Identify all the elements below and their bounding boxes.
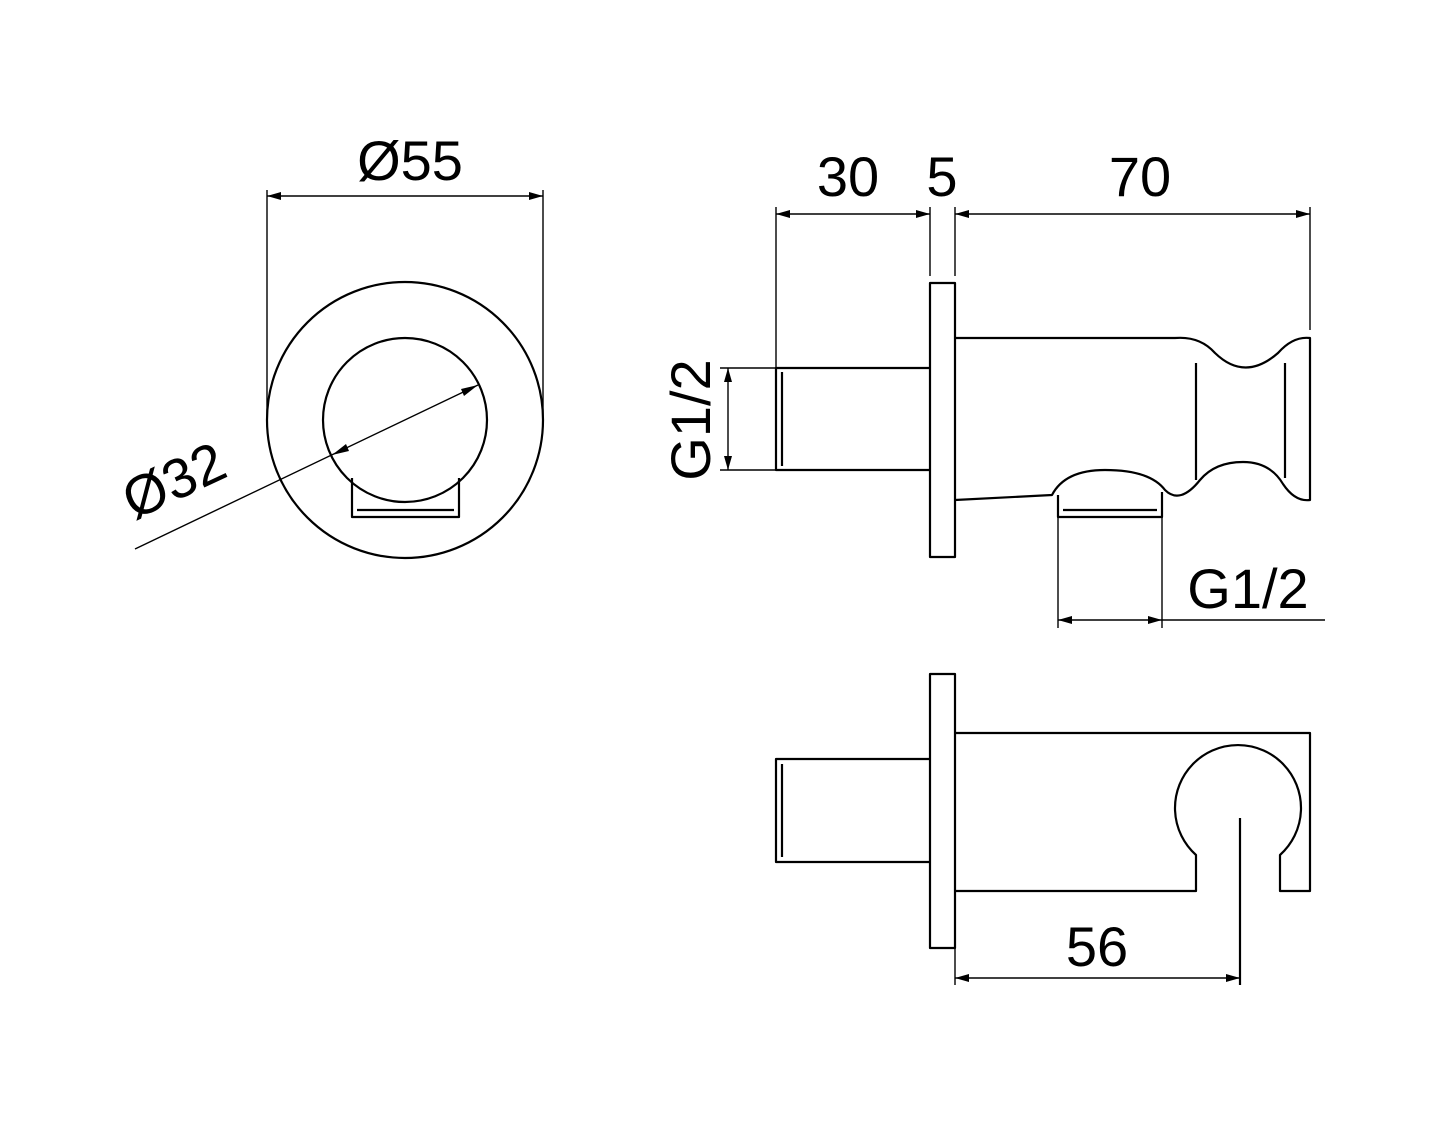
inlet-thread-top <box>774 757 930 864</box>
dimension-inner-diameter: Ø32 <box>112 384 479 550</box>
wall-flange-top <box>928 672 957 950</box>
inner-diameter-label: Ø32 <box>112 429 235 531</box>
dimension-holder-axis: 56 <box>954 891 1240 985</box>
inlet-thread <box>774 366 930 472</box>
top-view: 56 <box>774 672 1312 985</box>
dimension-lengths: 30 5 70 <box>775 145 1311 368</box>
holder-body <box>954 336 1312 502</box>
dimension-outlet-thread: G1/2 <box>1057 517 1325 628</box>
outlet-thread <box>1056 492 1164 519</box>
body-length-label: 70 <box>1109 145 1171 208</box>
inner-circle <box>321 336 489 504</box>
holder-body-top <box>955 731 1312 893</box>
dimension-inlet-thread: G1/2 <box>659 359 776 481</box>
inlet-length-label: 30 <box>817 145 879 208</box>
outlet-stub <box>350 478 461 519</box>
outlet-thread-label: G1/2 <box>1187 557 1308 620</box>
dimension-outer-diameter: Ø55 <box>266 129 544 420</box>
front-view: Ø55 Ø32 <box>112 129 545 560</box>
flange-thickness-label: 5 <box>926 145 957 208</box>
wall-flange <box>928 281 957 559</box>
inlet-thread-label: G1/2 <box>659 359 722 480</box>
outer-diameter-label: Ø55 <box>357 129 463 192</box>
side-view: 30 5 70 G1/2 G1/2 <box>659 145 1325 628</box>
holder-axis-label: 56 <box>1066 915 1128 978</box>
